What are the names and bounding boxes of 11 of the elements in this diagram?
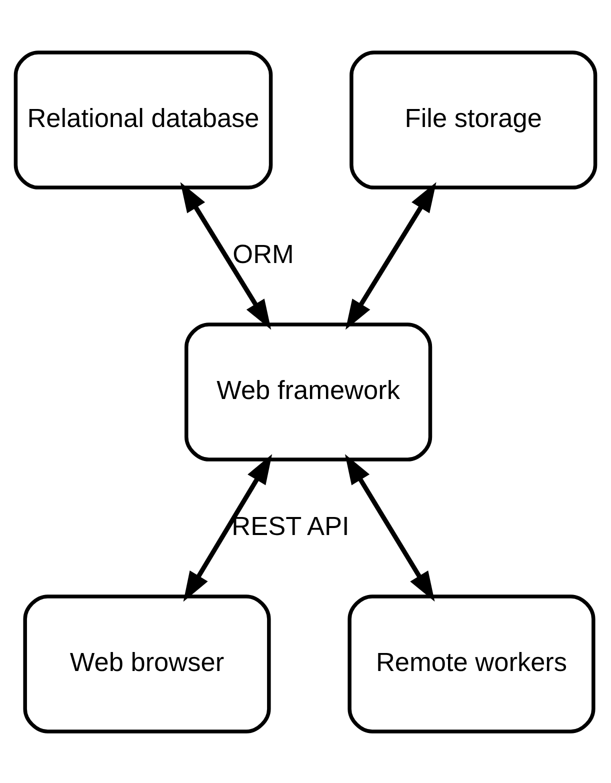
arrow [346,182,436,330]
node-box: Web framework [184,322,432,461]
edge-label: ORM [232,238,294,268]
arrow [180,182,272,330]
arrow [183,454,272,602]
edge-label: REST API [232,510,350,540]
arrow [344,454,435,602]
node-box: Web browser [23,594,271,733]
node-box: Remote workers [348,594,596,733]
node-box: Relational database [14,50,273,189]
node-box: File storage [350,50,598,189]
